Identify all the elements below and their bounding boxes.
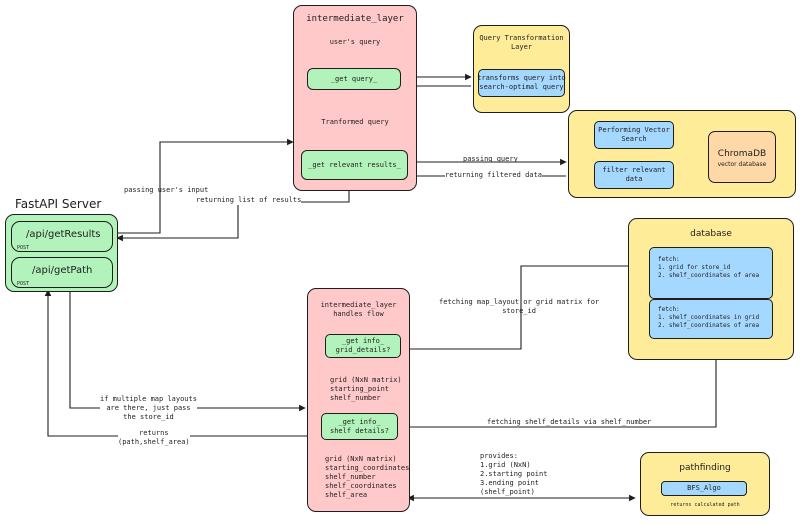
chromadb-title: ChromaDB [717, 149, 767, 159]
intermediate-layer-bottom: intermediate_layer handles flow _get inf… [307, 288, 410, 512]
fetching-map-label: fetching map_layout or grid matrix for s… [439, 298, 600, 315]
provides-label: provides: 1.grid (NxN) 2.starting point … [480, 452, 548, 496]
chromadb-node: ChromaDB vector database [708, 131, 776, 183]
fastapi-server: /api/getResults POST /api/getPath POST [5, 214, 118, 292]
bfs-algo-node: BFS_Algo [661, 481, 747, 496]
pathfinding-returns-label: returns calculated path [670, 502, 740, 508]
arrow-returns-path [44, 289, 307, 437]
pathfinding-region: pathfinding BFS_Algo returns calculated … [640, 452, 770, 516]
query-transformation-title: Query Transformation Layer [479, 34, 564, 51]
database-region: database fetch: 1. grid for store_id 2. … [628, 218, 794, 360]
get-results-endpoint: /api/getResults POST [11, 221, 113, 252]
transforms-query-node: transforms query into search-optimal que… [477, 69, 566, 97]
intermediate-bottom-title: intermediate_layer handles flow [320, 301, 397, 318]
get-grid-details-label: _get info_ grid_details? [335, 337, 391, 354]
pathfinding-title: pathfinding [679, 463, 731, 473]
performing-vector-search-node: Performing Vector Search [594, 121, 674, 149]
returns-path-label: returns (path,shelf_area) [118, 429, 190, 447]
grid-output-label: grid (NxN matrix) starting_point shelf_n… [330, 376, 402, 402]
arrow-fetching-shelf [400, 336, 720, 431]
final-output-label: grid (NxN matrix) starting_coordinates s… [325, 455, 410, 499]
filter-relevant-node: filter relevant data [594, 161, 674, 189]
fetching-shelf-label: fetching shelf_details via shelf_number [487, 418, 652, 426]
multiple-layouts-label: if multiple map layouts are there, just … [100, 395, 197, 422]
get-relevant-node: _get relevant results_ [301, 150, 408, 180]
database-title: database [690, 229, 732, 239]
bfs-algo-label: BFS_Algo [687, 484, 721, 492]
query-transformation-layer: Query Transformation Layer transforms qu… [473, 25, 570, 113]
get-results-method: POST [17, 245, 30, 251]
performing-vector-search-label: Performing Vector Search [598, 126, 670, 143]
intermediate-top-title: intermediate_layer [306, 14, 404, 24]
chromadb-subtitle: vector database [717, 161, 767, 168]
get-relevant-label: _get relevant results_ [308, 160, 401, 169]
arrow-passing-input [116, 138, 294, 234]
fetch-grid-label: fetch: 1. grid for store_id 2. shelf_coo… [658, 256, 760, 279]
get-results-label: /api/getResults [26, 229, 101, 240]
fetch-shelf-node: fetch: 1. shelf_coordinates in grid 2. s… [649, 299, 773, 339]
fetch-grid-node: fetch: 1. grid for store_id 2. shelf_coo… [649, 247, 773, 299]
fetch-shelf-label: fetch: 1. shelf_coordinates in grid 2. s… [658, 306, 760, 329]
returning-list-label: returning list of results [196, 196, 302, 205]
vector-search-region: Performing Vector Search filter relevant… [568, 110, 796, 198]
transformed-query-label: Tranformed query [321, 118, 389, 126]
get-query-node: _get query_ [307, 68, 401, 90]
passing-query-label: passing query [463, 155, 518, 163]
get-shelf-details-label: _get info_ shelf details? [329, 417, 389, 435]
get-query-label: _get query_ [330, 74, 378, 83]
get-path-endpoint: /api/getPath POST [11, 257, 113, 288]
arrow-multiple-layouts [69, 281, 306, 412]
users-query-label: user's query [329, 38, 381, 46]
filter-relevant-label: filter relevant data [602, 166, 666, 183]
intermediate-layer-top: intermediate_layer user's query _get que… [293, 5, 417, 191]
get-grid-details-node: _get info_ grid_details? [325, 334, 401, 358]
transforms-query-label: transforms query into search-optimal que… [477, 74, 566, 91]
returning-filtered-label: returning filtered data [445, 171, 542, 180]
get-shelf-details-node: _get info_ shelf details? [321, 413, 398, 440]
get-path-label: /api/getPath [32, 265, 93, 276]
get-path-method: POST [17, 281, 30, 287]
passing-input-label: passing user's input [124, 186, 209, 194]
fastapi-title: FastAPI Server [15, 197, 102, 211]
